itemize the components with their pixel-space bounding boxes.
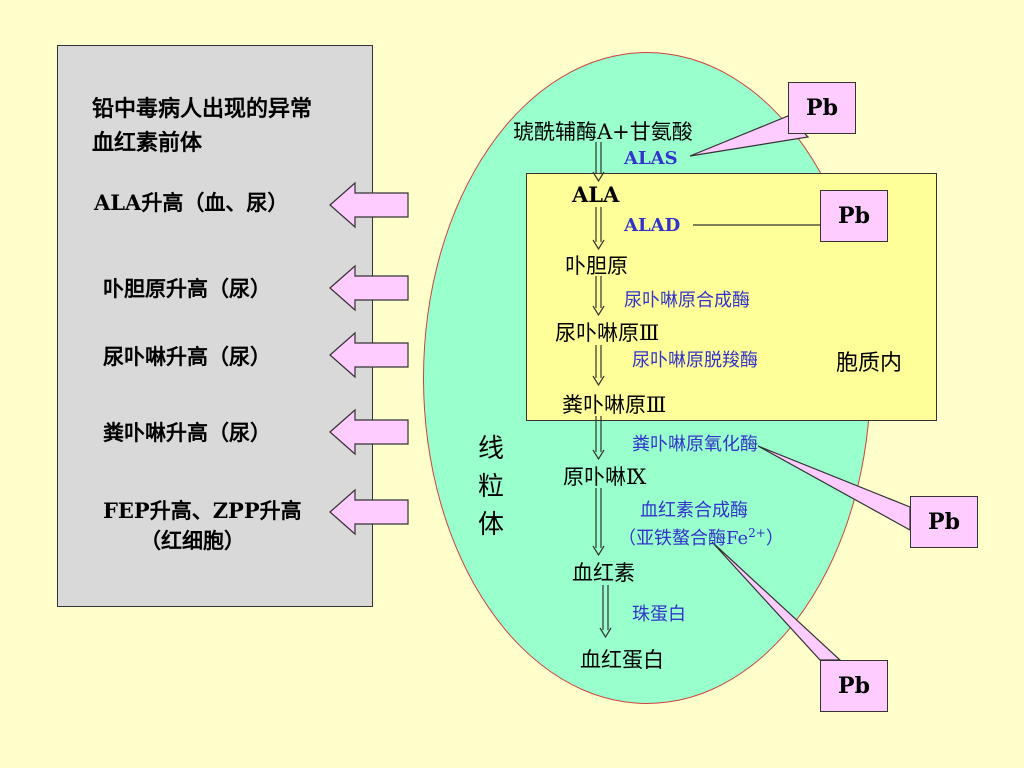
left-arrow-fep — [329, 488, 409, 536]
coproporphyrin-elevated-item: 粪卟啉升高（尿） — [103, 420, 271, 445]
arrow-ala-to-pbg — [592, 207, 605, 251]
uroporphyrin-elevated-item: 尿卟啉升高（尿） — [103, 344, 271, 369]
arrow-copro-to-proto — [592, 416, 605, 461]
left-arrow-coproporphyrin — [329, 408, 409, 456]
node-uroporphyrinogen-iii: 尿卟啉原Ⅲ — [555, 321, 660, 345]
arrow-proto-to-heme — [592, 488, 605, 557]
node-protoporphyrin-ix: 原卟啉Ⅸ — [563, 465, 647, 489]
erythrocyte-note: （红细胞） — [140, 528, 245, 553]
pb-box-alad: Pb — [820, 190, 888, 242]
arrow-uro-to-copro — [592, 345, 605, 387]
left-arrow-uroporphyrin — [329, 331, 409, 379]
fep-zpp-elevated-item: FEP升高、ZPP升高 — [103, 498, 302, 523]
enzyme-alad: ALAD — [624, 215, 681, 236]
node-coproporphyrinogen-iii: 粪卟啉原Ⅲ — [562, 393, 667, 417]
mitochondria-label: 线粒体 — [477, 434, 504, 540]
pb-callout-pointer-ferrochelatase — [711, 541, 842, 661]
enzyme-ferrochelatase: （亚铁螯合酶Fe2+） — [618, 526, 784, 549]
node-heme: 血红素 — [572, 561, 635, 585]
enzyme-coproporphyrinogen-oxidase: 粪卟啉原氧化酶 — [632, 434, 758, 455]
pb-box-copro-oxidase: Pb — [910, 496, 978, 548]
node-hemoglobin: 血红蛋白 — [580, 648, 664, 672]
pbg-elevated-item: 卟胆原升高（尿） — [103, 276, 271, 301]
node-ala: ALA — [572, 182, 620, 207]
pb-callout-pointer-copro — [757, 445, 911, 532]
enzyme-heme-synthase: 血红素合成酶 — [640, 500, 748, 521]
node-porphobilinogen: 卟胆原 — [565, 254, 628, 278]
succinyl-coa-glycine: 琥酰辅酶A+甘氨酸 — [513, 120, 693, 144]
panel-title: 铅中毒病人出现的异常 血红素前体 — [92, 96, 313, 156]
arrow-succinyl-to-ala — [592, 142, 605, 183]
enzyme-alas: ALAS — [624, 148, 678, 169]
arrow-heme-to-hemoglobin — [599, 585, 612, 639]
enzyme-uroporphyrinogen-decarboxylase: 尿卟啉原脱羧酶 — [632, 350, 758, 371]
pb-box-ferrochelatase: Pb — [820, 660, 888, 712]
abnormal-precursors-panel — [57, 45, 373, 607]
arrow-pbg-to-uro — [592, 276, 605, 317]
enzyme-uroporphyrinogen-synthase: 尿卟啉原合成酶 — [624, 290, 750, 311]
pb-box-alas: Pb — [788, 82, 856, 134]
down-arrows — [592, 142, 612, 639]
globin-label: 珠蛋白 — [632, 604, 686, 625]
cytoplasm-label: 胞质内 — [836, 351, 903, 376]
ala-elevated-item: ALA升高（血、尿） — [94, 190, 289, 215]
left-arrow-pbg — [329, 264, 409, 312]
left-arrow-ala — [329, 181, 409, 229]
